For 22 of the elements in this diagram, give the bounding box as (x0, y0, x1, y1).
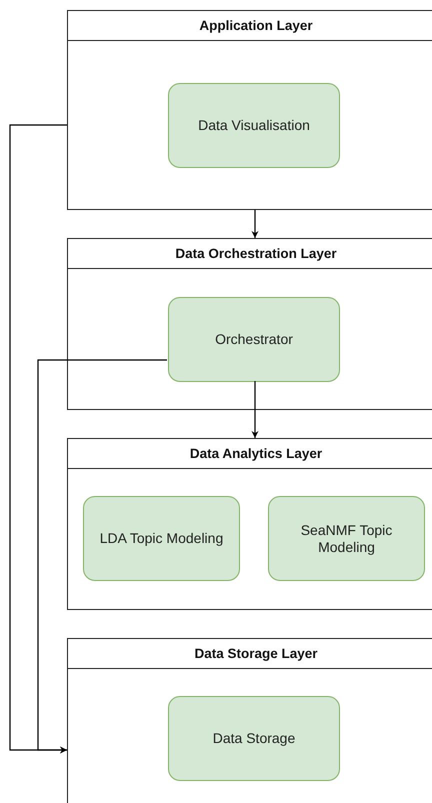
box-label: LDA Topic Modeling (100, 530, 224, 547)
arrow (252, 210, 258, 238)
arrow (37, 359, 167, 754)
box-label: Data Storage (212, 730, 296, 747)
layer-title: Data Storage Layer (194, 646, 318, 661)
layer-title: Application Layer (199, 18, 313, 33)
layer-container (67, 238, 432, 410)
layer-title: Data Orchestration Layer (175, 246, 337, 261)
box-label: Orchestrator (215, 331, 293, 348)
process-box (168, 696, 340, 781)
arrow (9, 124, 67, 754)
process-box (268, 496, 425, 581)
process-box (168, 83, 340, 168)
layer-container (67, 10, 432, 210)
layer-title: Data Analytics Layer (190, 446, 322, 461)
arrow (252, 381, 258, 438)
process-box (83, 496, 240, 581)
layer-container (67, 638, 432, 803)
process-box (168, 297, 340, 382)
box-label: SeaNMF Topic Modeling (300, 522, 394, 556)
layer-container (67, 438, 432, 610)
box-label: Data Visualisation (198, 117, 310, 134)
